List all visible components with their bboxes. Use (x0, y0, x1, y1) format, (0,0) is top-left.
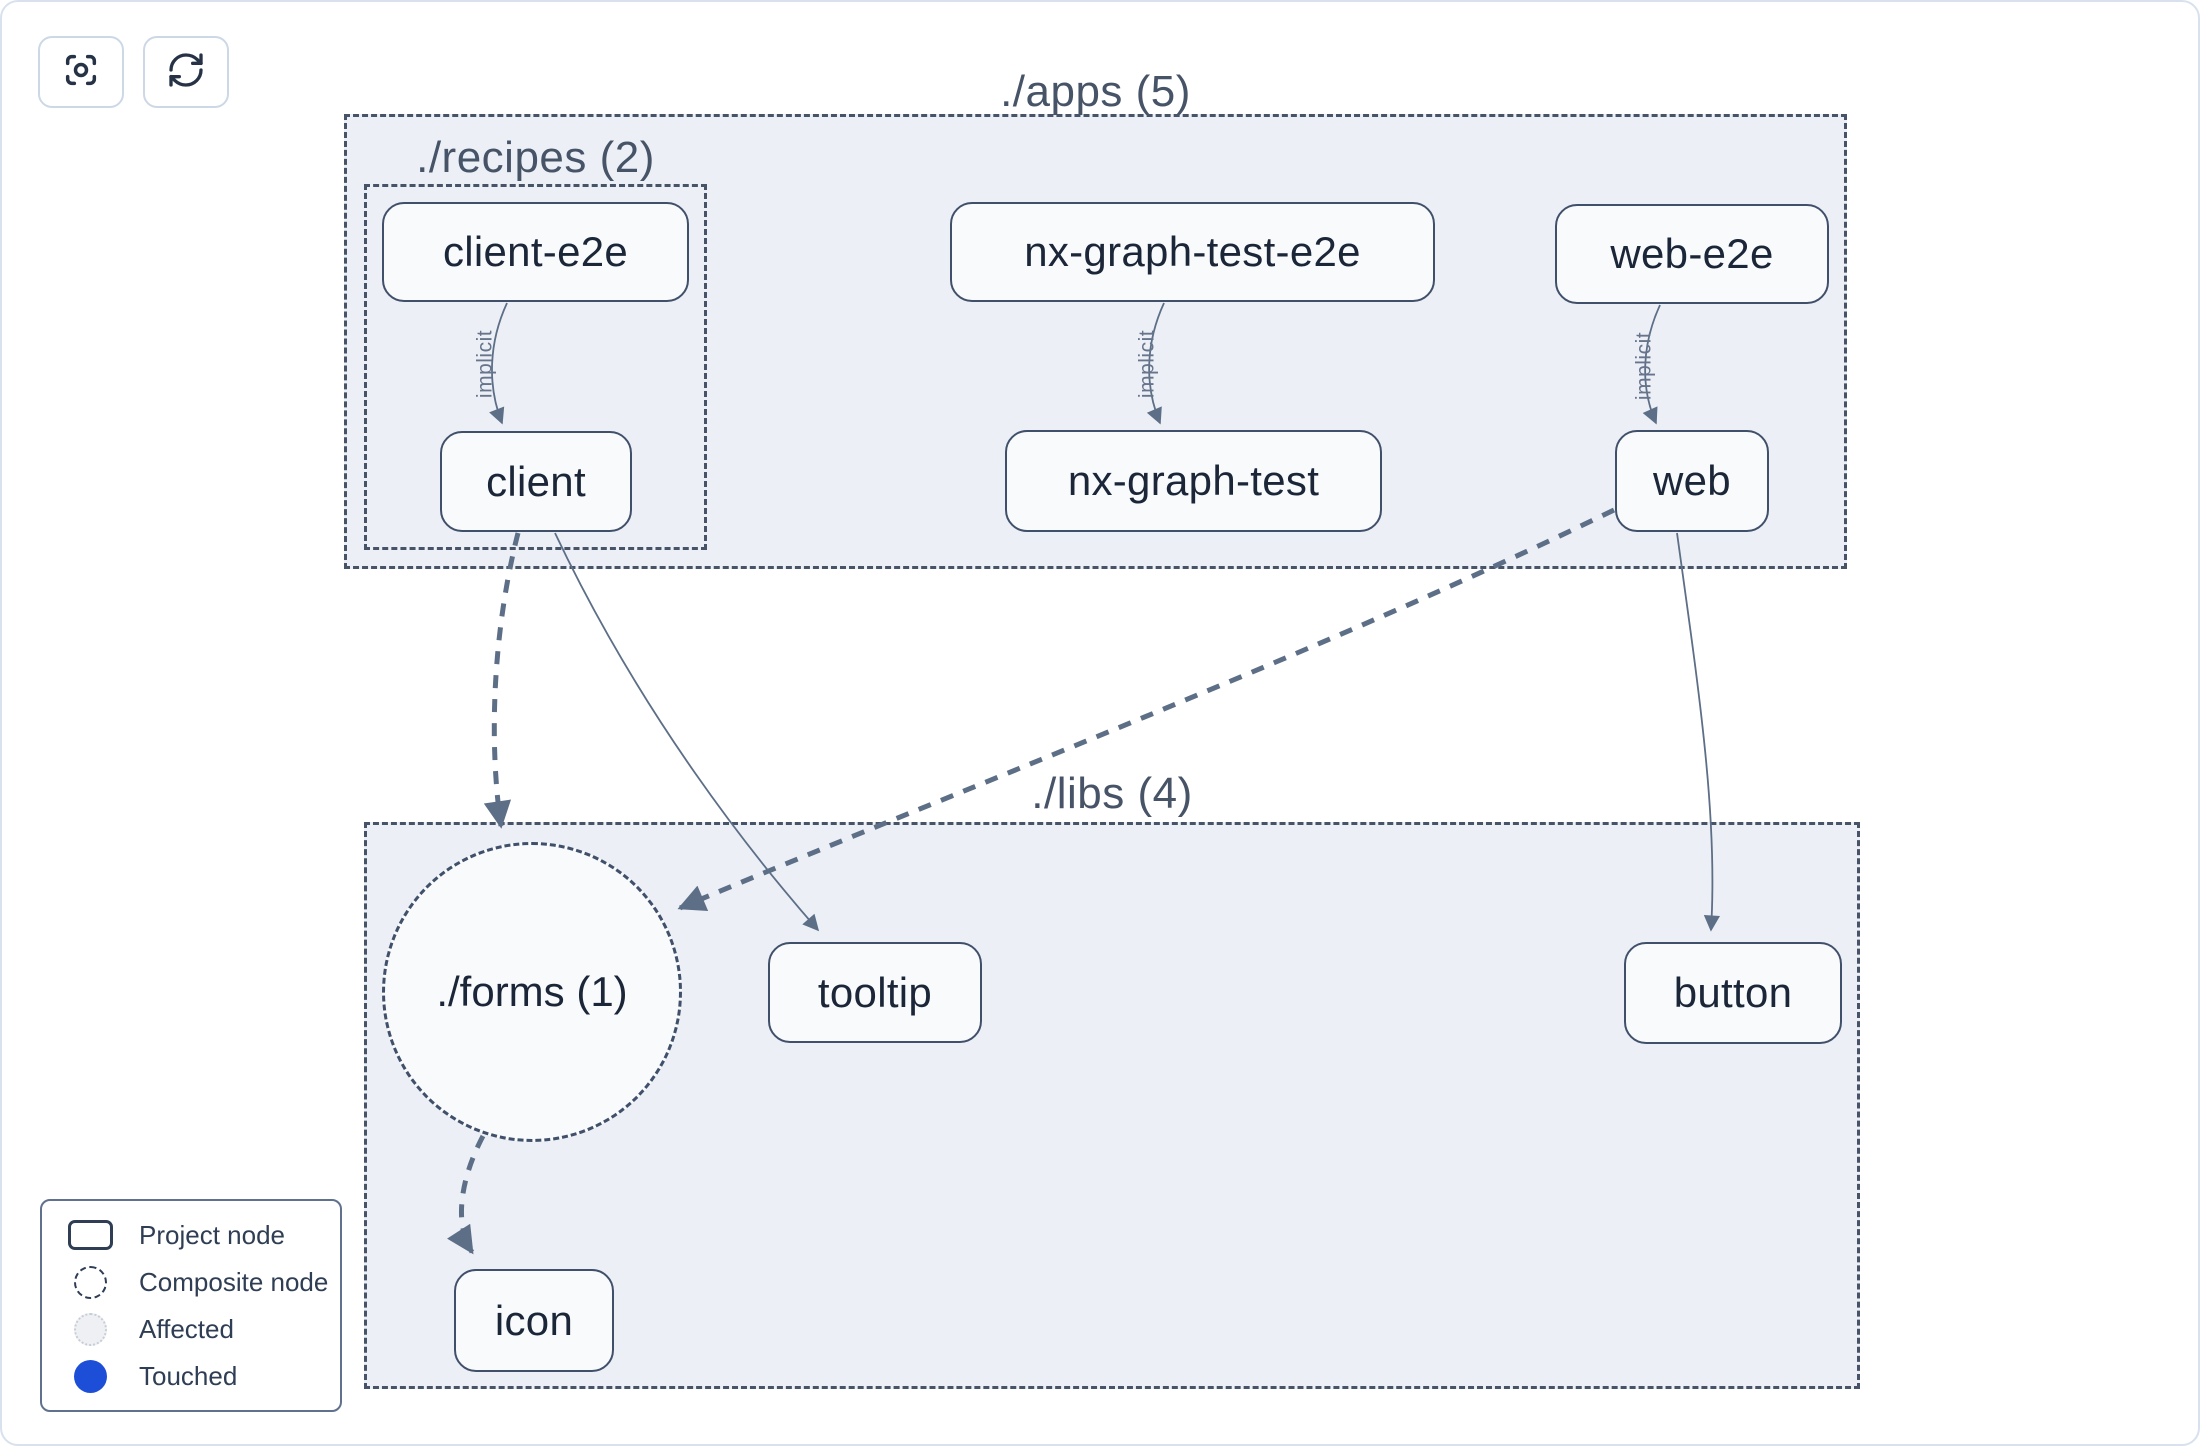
legend-label: Touched (139, 1360, 238, 1391)
group-recipes-title: ./recipes (2) (416, 133, 655, 182)
group-recipes (364, 184, 707, 550)
node-nx-graph-test-e2e[interactable]: nx-graph-test-e2e (950, 202, 1435, 302)
legend-item-affected: Affected (42, 1312, 340, 1346)
node-client-e2e[interactable]: client-e2e (382, 202, 689, 302)
toolbar (38, 36, 229, 108)
legend-label: Composite node (139, 1266, 329, 1297)
legend-label: Affected (139, 1313, 234, 1344)
focus-button[interactable] (38, 36, 124, 108)
node-tooltip[interactable]: tooltip (768, 942, 982, 1043)
group-apps-title: ./apps (5) (1000, 67, 1191, 116)
refresh-button[interactable] (143, 36, 229, 108)
project-node-swatch-icon (68, 1220, 113, 1250)
legend-label: Project node (139, 1219, 285, 1250)
legend-item-project-node: Project node (42, 1219, 340, 1252)
focus-crosshair-icon (61, 50, 101, 95)
node-nx-graph-test[interactable]: nx-graph-test (1005, 430, 1382, 532)
refresh-icon (166, 50, 206, 95)
touched-swatch-icon (74, 1359, 107, 1393)
group-libs-title: ./libs (4) (1031, 769, 1193, 818)
node-web-e2e[interactable]: web-e2e (1555, 204, 1829, 304)
composite-node-swatch-icon (74, 1265, 107, 1299)
node-client[interactable]: client (440, 431, 632, 532)
composite-node-forms[interactable]: ./forms (1) (382, 842, 682, 1142)
node-web[interactable]: web (1615, 430, 1769, 532)
node-button[interactable]: button (1624, 942, 1842, 1044)
legend-item-composite-node: Composite node (42, 1265, 340, 1299)
node-icon[interactable]: icon (454, 1269, 614, 1372)
legend-item-touched: Touched (42, 1359, 340, 1393)
affected-swatch-icon (74, 1312, 107, 1346)
legend: Project node Composite node Affected Tou… (40, 1199, 342, 1412)
